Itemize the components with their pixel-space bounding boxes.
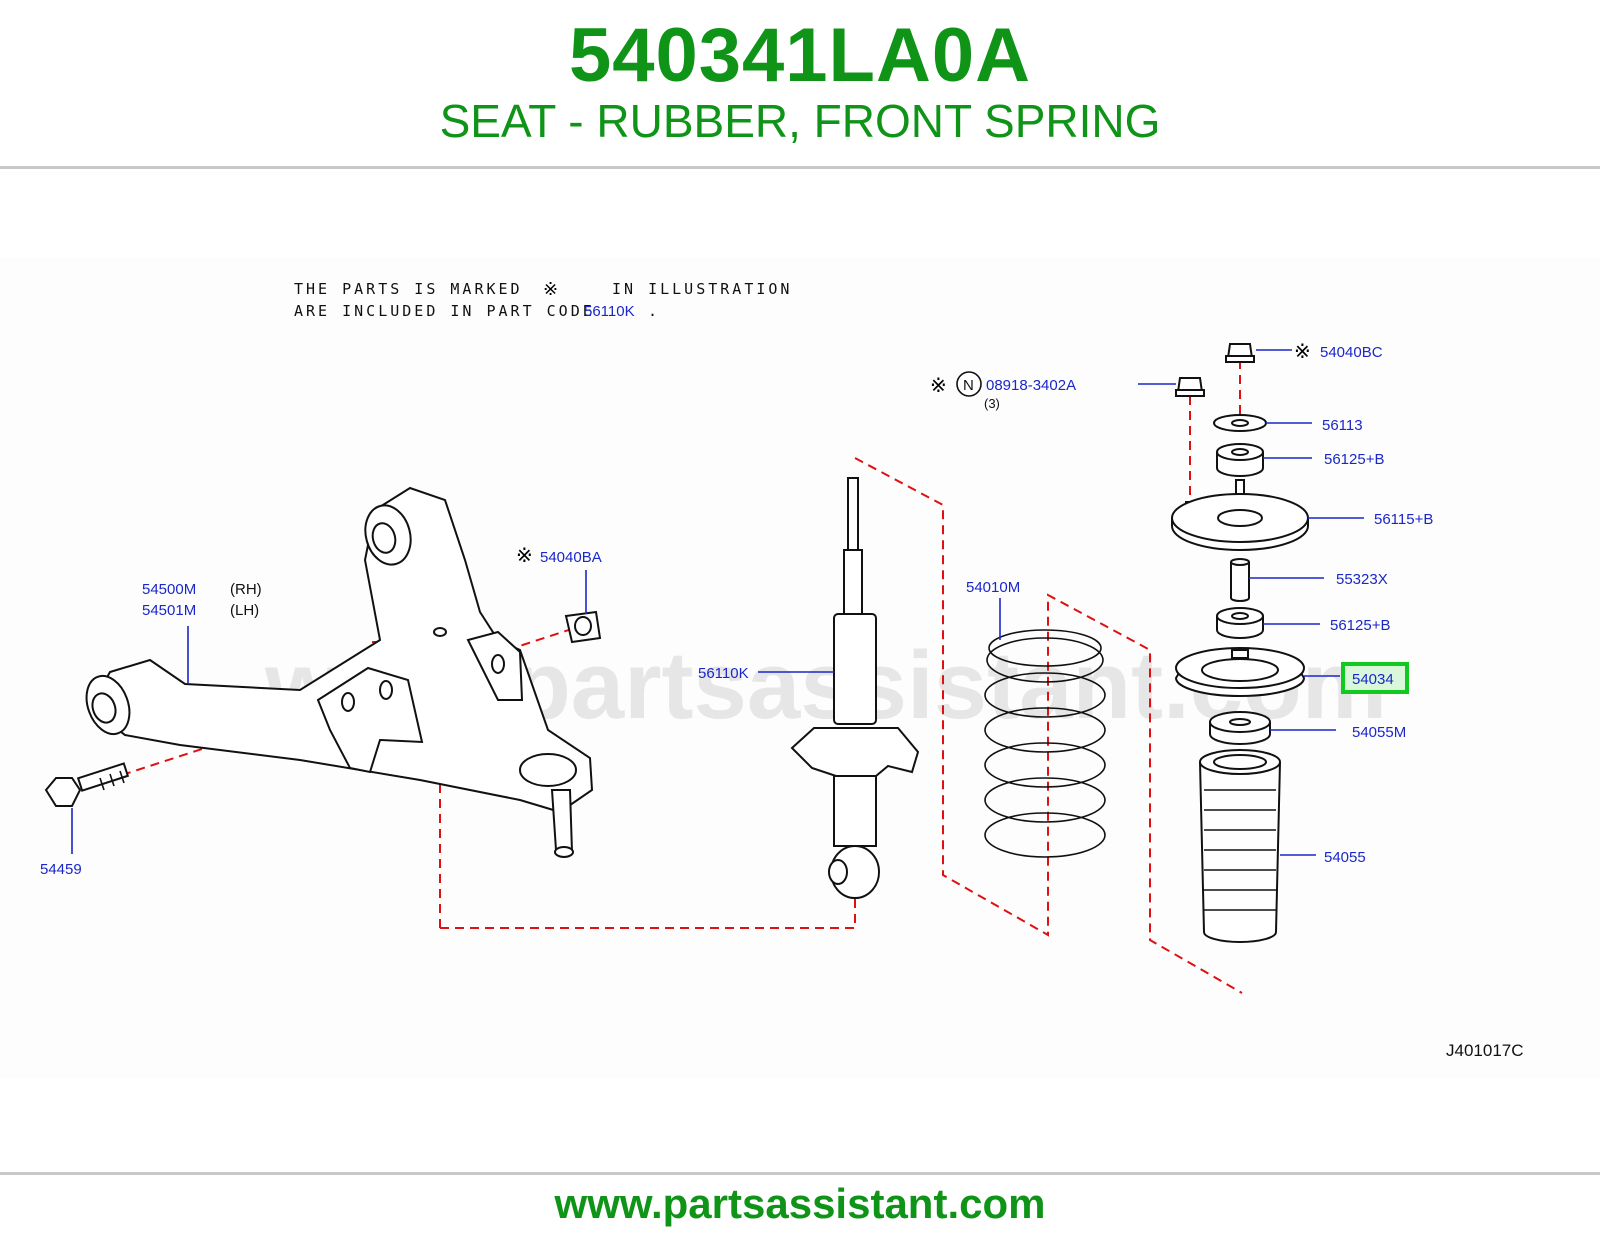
- callout-labels: ※ 54040BC ※ N 08918-3402A (3) 56113 5612…: [40, 341, 1524, 1060]
- note-line1-a: THE PARTS IS MARKED: [294, 280, 523, 298]
- callout-56125-bottom[interactable]: 56125+B: [1330, 617, 1390, 634]
- callout-54055[interactable]: 54055: [1324, 849, 1366, 866]
- page-header: 540341LA0A SEAT - RUBBER, FRONT SPRING: [0, 0, 1600, 168]
- callout-54034[interactable]: 54034: [1352, 671, 1394, 688]
- mark-symbol-54040BA: ※: [516, 545, 533, 567]
- lower-control-arm-drawing: [85, 486, 594, 858]
- callout-54040BC[interactable]: 54040BC: [1320, 344, 1383, 361]
- note-line1-b: IN ILLUSTRATION: [612, 280, 792, 298]
- note-mark-symbol: ※: [543, 279, 558, 299]
- callout-08918-qty: (3): [984, 396, 1000, 411]
- coil-spring-drawing: [984, 629, 1106, 858]
- callout-54040BA[interactable]: 54040BA: [540, 549, 602, 566]
- part-description: SEAT - RUBBER, FRONT SPRING: [439, 95, 1161, 147]
- included-parts-note: THE PARTS IS MARKED ※ IN ILLUSTRATION AR…: [294, 279, 792, 320]
- part-number-title: 540341LA0A: [568, 13, 1032, 98]
- n-badge-letter: N: [963, 377, 974, 394]
- callout-54500M-side: (RH): [230, 581, 262, 598]
- note-part-code-link[interactable]: 56110K: [584, 303, 635, 320]
- mark-symbol-54040BC: ※: [1294, 341, 1311, 363]
- bolt-54459-drawing: [44, 762, 130, 807]
- callout-56113[interactable]: 56113: [1322, 417, 1363, 434]
- callout-54055M[interactable]: 54055M: [1352, 724, 1406, 741]
- strut-top-stack-drawing: [1171, 343, 1309, 943]
- mark-symbol-08918: ※: [930, 375, 947, 397]
- note-line2-a: ARE INCLUDED IN PART CODE: [294, 302, 595, 320]
- callout-54010M[interactable]: 54010M: [966, 579, 1020, 596]
- callout-54459[interactable]: 54459: [40, 861, 82, 878]
- note-line2-end: .: [648, 302, 660, 320]
- illustration-code: J401017C: [1446, 1041, 1524, 1060]
- highlight-box-54034: [1341, 662, 1409, 694]
- parts-diagram: www.partsassistant.com THE PARTS IS MARK…: [40, 279, 1524, 1060]
- callout-56110K[interactable]: 56110K: [698, 665, 749, 682]
- callout-54501M[interactable]: 54501M: [142, 602, 196, 619]
- header-divider: [0, 166, 1600, 169]
- n-badge-circle: [956, 371, 982, 397]
- nut-54040BA-drawing: [564, 610, 602, 644]
- leader-lines: [71, 349, 1364, 856]
- callout-54501M-side: (LH): [230, 602, 259, 619]
- callout-56115[interactable]: 56115+B: [1374, 511, 1433, 528]
- shock-absorber-drawing: [790, 477, 920, 899]
- callout-54500M[interactable]: 54500M: [142, 581, 196, 598]
- callout-08918-3402A[interactable]: 08918-3402A: [986, 377, 1076, 394]
- callout-55323X[interactable]: 55323X: [1336, 571, 1388, 588]
- footer-divider: [0, 1172, 1600, 1175]
- footer-website-link[interactable]: www.partsassistant.com: [554, 1180, 1046, 1227]
- callout-56125-top[interactable]: 56125+B: [1324, 451, 1384, 468]
- diagram-panel: www.partsassistant.com THE PARTS IS MARK…: [0, 258, 1600, 1078]
